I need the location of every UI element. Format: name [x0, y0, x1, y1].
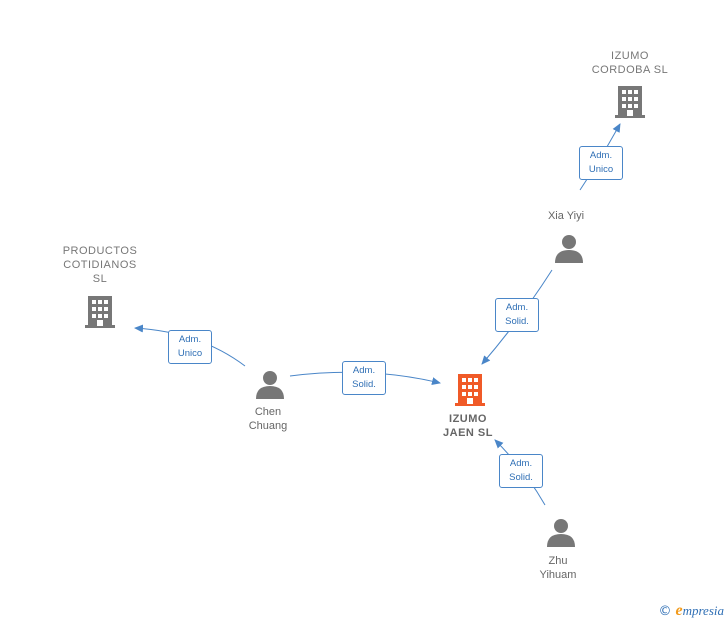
edge-label-chen-to-jaen[interactable]: Adm. Solid. — [342, 361, 386, 395]
node-label-productos-cotidianos[interactable]: PRODUCTOS COTIDIANOS SL — [62, 245, 138, 285]
brand-name: mpresia — [682, 603, 724, 618]
edge-label-zhu-to-jaen[interactable]: Adm. Solid. — [499, 454, 543, 488]
empresia-logo[interactable]: ©empresia — [658, 602, 724, 620]
person-icon[interactable] — [256, 371, 284, 399]
copyright-icon: © — [658, 604, 672, 619]
edge-label-xia-to-cordoba[interactable]: Adm. Unico — [579, 146, 623, 180]
person-icon[interactable] — [555, 235, 583, 263]
node-label-zhu-yihuam[interactable]: Zhu Yihuam — [539, 555, 577, 581]
node-label-izumo-jaen[interactable]: IZUMO JAEN SL — [443, 413, 493, 439]
node-label-xia-yiyi[interactable]: Xia Yiyi — [547, 210, 585, 222]
edge-label-chen-to-productos[interactable]: Adm. Unico — [168, 330, 212, 364]
node-label-izumo-cordoba[interactable]: IZUMO CORDOBA SL — [591, 50, 669, 76]
brand-initial: e — [675, 602, 683, 619]
building-icon[interactable] — [615, 86, 645, 118]
person-icon[interactable] — [547, 519, 575, 547]
edge-label-xia-to-jaen[interactable]: Adm. Solid. — [495, 298, 539, 332]
building-icon[interactable] — [85, 296, 115, 328]
node-label-chen-chuang[interactable]: Chen Chuang — [248, 406, 288, 432]
building-icon-main[interactable] — [455, 374, 485, 406]
